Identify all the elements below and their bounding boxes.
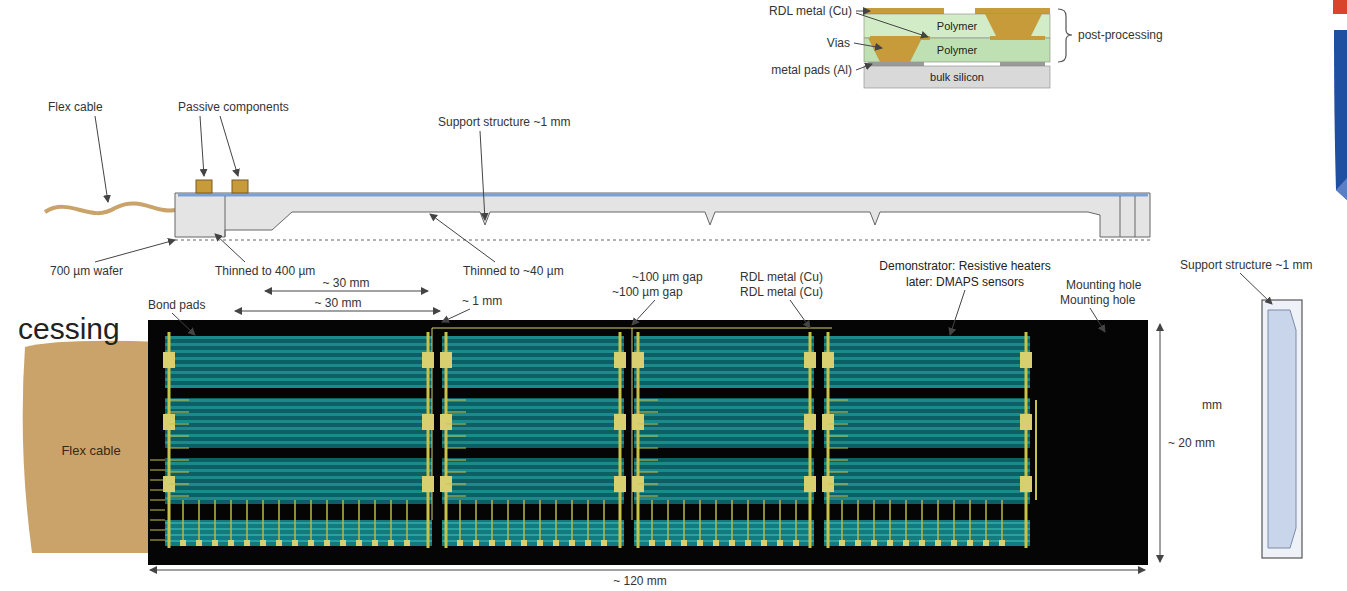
part-label: metal pads (Al) <box>771 63 852 77</box>
dimension-label: mm <box>1202 398 1222 412</box>
part-label: Mounting hole <box>1066 278 1141 292</box>
layer-box: bulk silicon <box>864 66 1050 88</box>
part-label: post-processing <box>1078 28 1163 42</box>
dimension-label: ~ 30 mm <box>322 276 369 290</box>
part-label: 700 µm wafer <box>50 264 123 278</box>
flex-cable-shape: Flex cable <box>30 425 152 475</box>
part-label: Flex cable <box>48 100 103 114</box>
part-label: Demonstrator: Resistive heaters later: D… <box>870 258 1060 290</box>
part-label: RDL metal (Cu) <box>769 4 852 18</box>
part-label: Vias <box>827 36 850 50</box>
layer-label: Flex cable <box>61 444 120 457</box>
part-label: RDL metal (Cu) <box>740 285 823 299</box>
dimension-label: ~100 µm gap <box>632 270 703 284</box>
dimension-label: ~100 µm gap <box>612 285 683 299</box>
part-label: Bond pads <box>148 298 205 312</box>
part-label: Thinned to 400 µm <box>215 264 315 278</box>
layer-label: bulk silicon <box>930 71 984 84</box>
layer-box: Polymer <box>864 38 1050 62</box>
dimension-label: Support structure ~1 mm <box>438 115 570 129</box>
dimension-label: ~ 1 mm <box>462 294 502 308</box>
dimension-label: ~ 20 mm <box>1168 436 1215 450</box>
dimension-label: ~ 120 mm <box>613 574 667 588</box>
title-fragment: cessing <box>18 312 120 346</box>
part-label: RDL metal (Cu) <box>740 270 823 284</box>
dimension-label: Support structure ~1 mm <box>1180 258 1312 272</box>
part-label: Thinned to ~40 µm <box>463 264 564 278</box>
layer-box: Polymer <box>864 14 1050 38</box>
part-label: Mounting hole <box>1060 293 1135 307</box>
layer-label: Polymer <box>937 20 977 33</box>
dimension-label: ~ 30 mm <box>314 296 361 310</box>
part-label: Passive components <box>178 100 289 114</box>
layer-label: Polymer <box>937 44 977 57</box>
